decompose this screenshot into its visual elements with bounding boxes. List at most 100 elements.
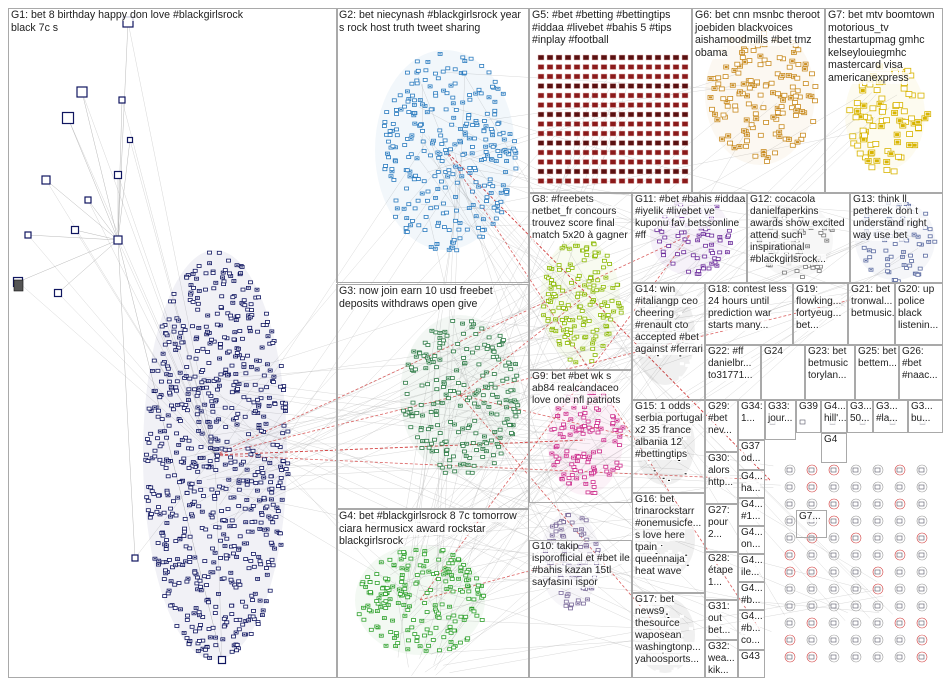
node [874,552,881,558]
node [852,467,859,473]
node [874,467,881,473]
node-fill [581,517,584,519]
group-cell-g10: G10: takip isporofficial et #bet ile #ba… [529,540,632,678]
edge [117,239,216,456]
node [229,390,235,395]
group-cell-g48: G4 [821,433,847,463]
node [186,355,192,360]
edge [74,229,216,456]
edge [211,228,903,495]
edge [117,239,136,559]
node-fill [273,548,276,550]
group-cell-g18: G18: contest less 24 hours until predict… [705,283,793,345]
group-label-text: G14: win #italiangp ceo cheering #renaul… [635,284,703,356]
group-label: G15: 1 odds serbia portugal x2 35 france… [635,401,704,461]
node [156,505,161,510]
group-label: G23: bet betmusic torylan... [808,346,854,381]
edge [431,247,703,343]
group-cell-g21: G21: bet tronwal... betmusic... [848,283,895,345]
edge [423,618,644,629]
node [196,264,202,268]
node [163,547,169,551]
node [896,654,903,660]
node [786,535,793,541]
node [852,603,859,609]
node-fill [191,503,194,505]
node-fill [580,528,583,530]
group-label: G4 [824,434,846,446]
node [786,552,793,558]
node [224,536,230,541]
node [808,654,815,660]
node [808,637,815,643]
group-label-text: G23: bet betmusic torylan... [808,346,849,381]
group-label: G16: bet trinarockstarr #onemusicfe... s… [635,494,704,578]
edge [462,71,785,616]
node-fill [162,353,165,355]
node [808,603,815,609]
node [874,586,881,592]
edge [17,281,216,456]
edge [473,456,683,470]
node [251,564,257,569]
node [239,599,245,604]
group-label-text: G28: étape 1... [708,553,734,588]
edge [67,117,119,241]
group-label: G4: bet #blackgirlsrock 8 7c tomorrow ci… [339,510,528,548]
node [270,563,276,568]
group-label: G19: flowking... fortyeug... bet... [796,284,847,332]
node [918,637,925,643]
node [808,552,815,558]
node [231,634,236,639]
node [830,501,837,507]
node-fill [560,529,563,530]
group-cell-g35: G3... #la... [873,400,908,433]
group-label: G32: wea... kik... [708,641,737,676]
edge [17,239,119,283]
group-label: G3... #la... [876,401,907,425]
group-label-text: G22: #ff danielbr... to31771... [708,346,753,381]
node [786,501,793,507]
node [918,467,925,473]
node-fill [221,638,224,640]
node [808,569,815,575]
group-cell-g28: G28: étape 1... [705,552,738,600]
node-fill [236,264,238,266]
node [195,349,200,353]
group-label: G6: bet cnn msnbc theroot joebiden black… [695,9,823,59]
node-fill [195,278,198,280]
group-label-text: G26: #bet #naac... [902,346,938,381]
edge [483,407,689,625]
node [874,637,881,643]
group-label: G25: bet bettem... [858,346,898,370]
group-label: G4... ile... [741,555,764,579]
group-cell-g25: G25: bet bettem... [855,345,899,400]
group-cell-g27: G27: pour 2... [705,504,738,552]
edge [436,344,441,592]
node [222,405,228,410]
edge [442,333,562,567]
edge [81,91,119,241]
group-label: G24 [764,346,804,358]
node [168,506,174,511]
node [852,518,859,524]
edge [237,94,898,488]
group-label-text: G3... 50... [850,401,872,424]
group-label: G28: étape 1... [708,553,737,588]
node [918,518,925,524]
group-cell-g32: G32: wea... kik... [705,640,738,678]
group-label-text: G30: alors http... [708,453,734,488]
node [267,588,273,593]
edge [228,484,430,605]
node [830,484,837,490]
node-fill [165,522,168,524]
node-fill [208,657,211,659]
group-label-text: G1: bet 8 birthday happy don love #black… [11,9,244,34]
node [229,612,235,616]
edge [454,360,564,557]
node [786,569,793,575]
node [264,385,270,390]
node-fill [551,535,554,536]
edge [27,234,216,456]
group-label-text: G20: up police black listenin... [898,284,939,332]
